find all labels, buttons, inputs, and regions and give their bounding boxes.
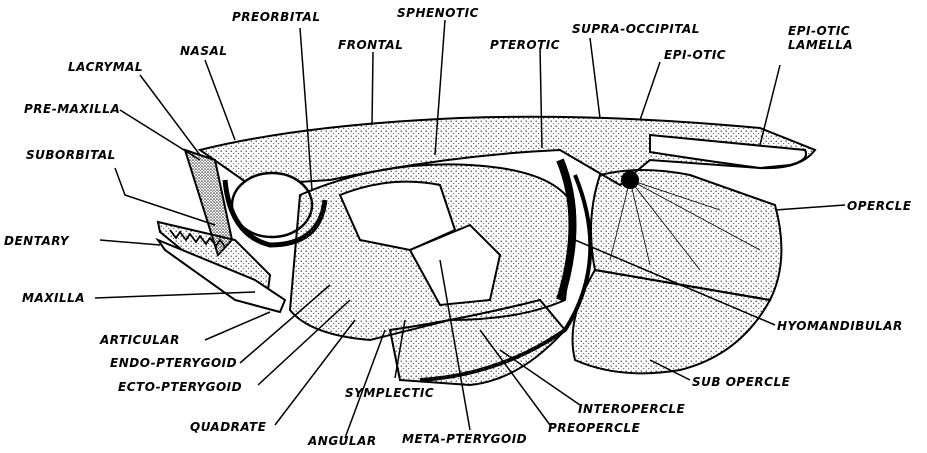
- label-pterotic: PTEROTIC: [490, 38, 560, 52]
- label-epi-otic-lamella-line2: LAMELLA: [788, 38, 853, 52]
- label-suborbital: SUBORBITAL: [26, 148, 116, 162]
- label-frontal: FRONTAL: [338, 38, 403, 52]
- label-preopercle: PREOPERCLE: [548, 421, 640, 435]
- label-preorbital: PREORBITAL: [232, 10, 320, 24]
- label-endo-pterygoid: ENDO-PTERYGOID: [110, 356, 237, 370]
- label-ecto-pterygoid: ECTO-PTERYGOID: [118, 380, 242, 394]
- label-interopercle: INTEROPERCLE: [578, 402, 685, 416]
- label-sub-opercle: SUB OPERCLE: [692, 375, 790, 389]
- opercle-articulation: [621, 171, 639, 189]
- label-articular: ARTICULAR: [100, 333, 180, 347]
- label-sphenotic: SPHENOTIC: [397, 6, 479, 20]
- label-meta-pterygoid: META-PTERYGOID: [402, 432, 527, 446]
- label-dentary: DENTARY: [4, 234, 69, 248]
- label-supra-occipital: SUPRA-OCCIPITAL: [572, 22, 700, 36]
- label-nasal: NASAL: [180, 44, 227, 58]
- label-symplectic: SYMPLECTIC: [345, 386, 434, 400]
- label-pre-maxilla: PRE-MAXILLA: [24, 102, 120, 116]
- label-lacrymal: LACRYMAL: [68, 60, 143, 74]
- label-angular: ANGULAR: [308, 434, 377, 448]
- label-maxilla: MAXILLA: [22, 291, 85, 305]
- label-opercle: OPERCLE: [847, 199, 912, 213]
- label-hyomandibular: HYOMANDIBULAR: [777, 319, 903, 333]
- label-quadrate: QUADRATE: [190, 420, 266, 434]
- label-epi-otic-lamella-line1: EPI-OTIC: [788, 24, 850, 38]
- label-epi-otic: EPI-OTIC: [664, 48, 726, 62]
